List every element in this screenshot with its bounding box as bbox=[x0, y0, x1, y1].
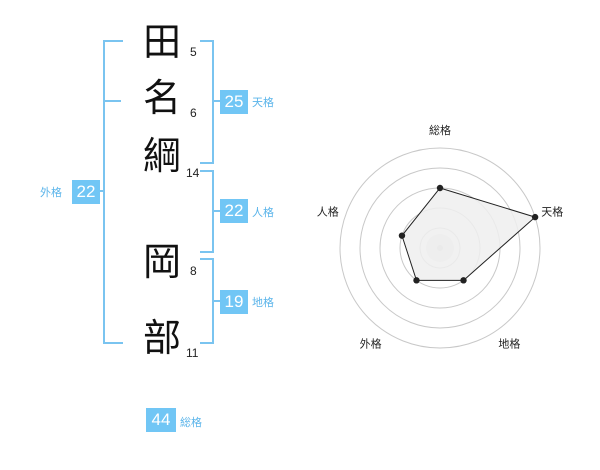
chikaku-label: 地格 bbox=[252, 296, 274, 309]
radar-point-3 bbox=[460, 277, 467, 284]
tenkaku-bracket bbox=[200, 40, 214, 164]
tenkaku-label: 天格 bbox=[252, 96, 274, 109]
name-char-2: 名 bbox=[142, 76, 181, 120]
stroke-count-2: 6 bbox=[190, 106, 197, 120]
stroke-count-3: 14 bbox=[186, 166, 200, 180]
name-char-1: 田 bbox=[142, 20, 181, 64]
radar-grid-ring bbox=[359, 167, 521, 329]
jinkaku-connector bbox=[212, 210, 220, 212]
jinkaku-value: 22 bbox=[220, 199, 248, 223]
stroke-count-1: 5 bbox=[190, 45, 197, 59]
radar-point-2 bbox=[531, 213, 539, 221]
radar-axis-label-5: 人格 bbox=[317, 205, 339, 219]
name-char-4: 岡 bbox=[142, 240, 181, 284]
gaikaku-value: 22 bbox=[72, 180, 100, 204]
radar-point-4 bbox=[413, 277, 420, 284]
stroke-count-5: 11 bbox=[186, 346, 199, 360]
radar-axis-label-2: 天格 bbox=[541, 205, 563, 219]
name-char-3: 綱 bbox=[142, 134, 181, 178]
chikaku-connector bbox=[212, 300, 220, 302]
name-char-5: 部 bbox=[142, 316, 181, 360]
radar-axis-label-1: 総格 bbox=[429, 123, 451, 137]
tenkaku-value: 25 bbox=[220, 90, 248, 114]
stroke-count-4: 8 bbox=[190, 264, 197, 278]
jinkaku-label: 人格 bbox=[252, 206, 274, 219]
soukaku-value: 44 bbox=[146, 408, 176, 432]
radar-axis-label-3: 地格 bbox=[498, 336, 520, 350]
radar-axis-label-4: 外格 bbox=[360, 336, 382, 350]
soukaku-label: 総格 bbox=[180, 416, 202, 429]
gaikaku-bracket bbox=[103, 40, 123, 344]
gaikaku-label: 外格 bbox=[40, 186, 62, 199]
radar-grid-ring bbox=[339, 147, 541, 349]
gaikaku-connector bbox=[99, 190, 105, 192]
radar-point-1 bbox=[436, 184, 444, 192]
chikaku-value: 19 bbox=[220, 290, 248, 314]
gaikaku-inner-tick bbox=[103, 100, 121, 102]
radar-point-5 bbox=[398, 232, 406, 239]
radar-data-polygon bbox=[401, 187, 537, 281]
tenkaku-connector bbox=[212, 100, 220, 102]
